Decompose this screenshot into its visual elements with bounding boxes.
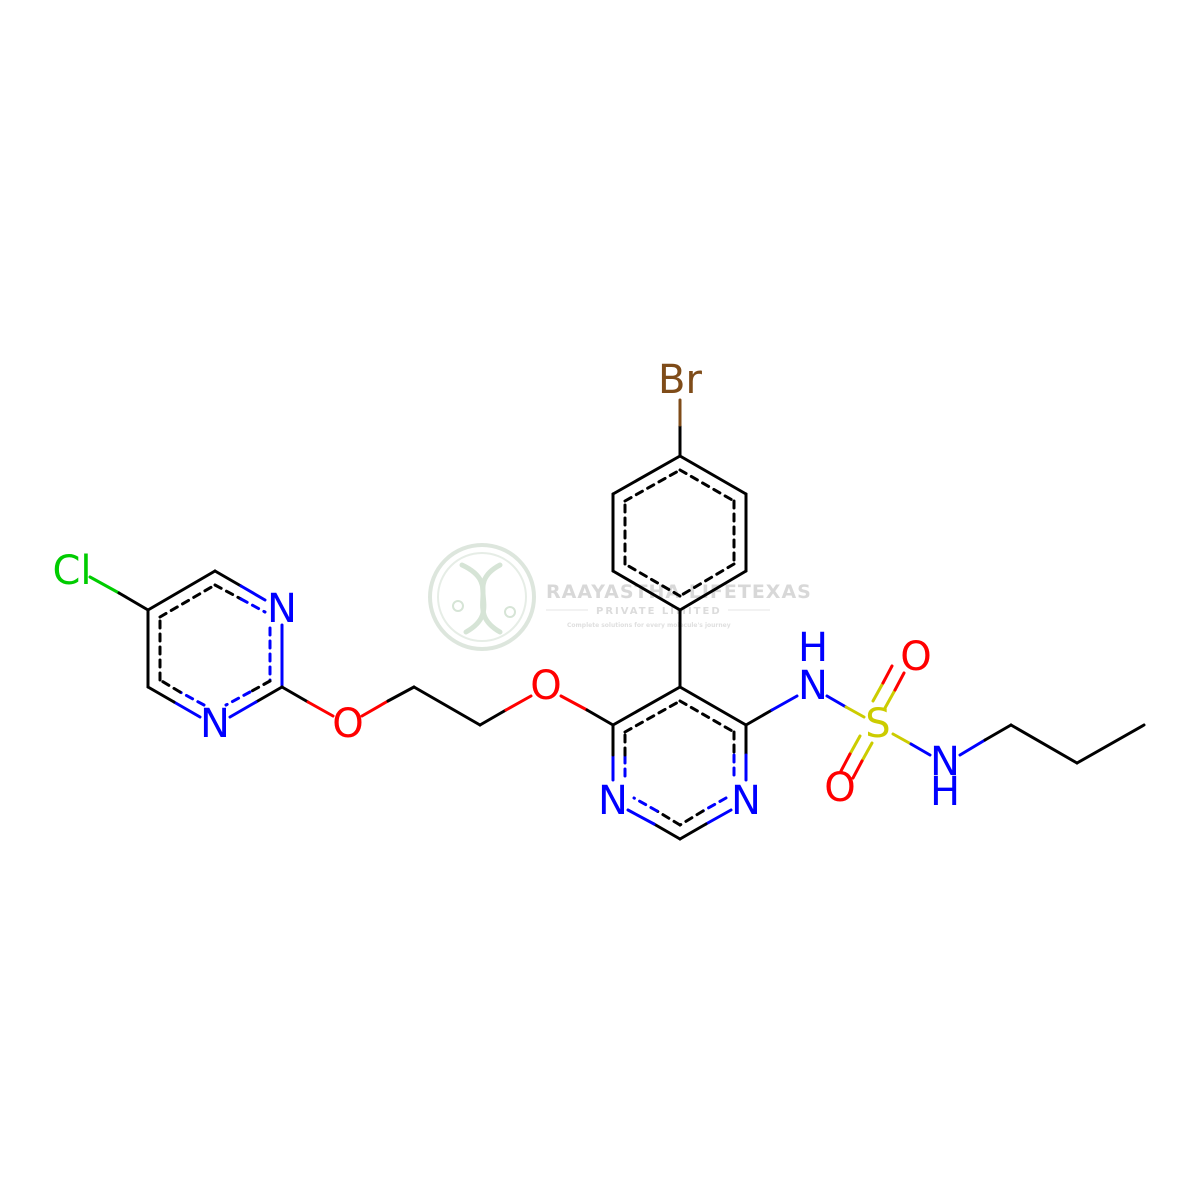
bond-o-c [559,694,589,712]
bonds [88,398,1146,841]
bond-ring2 [704,808,733,826]
atom-oxygen-ether1: O [332,701,363,747]
atom-nitrogen-nh2: N [930,739,960,785]
bond-ring1 [228,700,258,719]
bond-s-o-double [881,664,894,685]
watermark-tagline: Complete solutions for every molecule's … [567,622,731,629]
bond-s-o-double [851,759,864,780]
atom-oxygen-ether2: O [530,663,561,709]
atom-labels: Br Cl N N O O N N N H S O O N H [52,357,960,824]
bond-cl-c [88,575,121,595]
atom-sulfur: S [865,701,890,747]
bond-ring1 [146,569,217,612]
atom-oxygen-sulfonyl-bottom: O [824,765,855,811]
bond-o-c [386,685,416,703]
dna-helix-icon [452,562,516,635]
bond-c-n [744,708,774,727]
bond-c-c [1075,723,1146,765]
atom-oxygen-sulfonyl-top: O [900,634,931,680]
atom-hydrogen-nh2: H [930,769,960,815]
bond-s-n [891,732,913,746]
bond-c-c [1009,723,1079,765]
atom-nitrogen-ring1-bottom: N [200,701,230,747]
bond-c-o [280,685,310,704]
bond-c-n [770,694,799,712]
aromatic-ring3 [623,468,736,598]
bond-ring2 [626,808,656,826]
bond-ring3 [611,454,682,496]
bond-c-o [504,694,533,712]
bond-ring2 [652,822,682,841]
bond-s-o-double [839,752,852,773]
atom-chlorine: Cl [52,548,91,594]
bond-ring2 [611,685,682,727]
bond-ring3 [678,569,748,612]
aromatic-ring1 [158,583,272,707]
bond-ring1 [172,700,202,719]
watermark-company: RAAYASTHA LIFETEXAS [546,581,812,603]
atom-nitrogen-nh1: N [798,663,828,709]
bond-ring1 [239,584,267,602]
bond-ring1 [146,685,176,704]
bond-s-o-double [893,671,906,692]
bond-o-c [585,708,615,727]
bond-s-o-double [883,688,897,710]
atom-nitrogen-ring1-top: N [267,586,297,632]
bond-s-n [909,742,932,757]
bond-c-o [478,708,508,727]
atom-nitrogen-ring2-left: N [598,778,628,824]
aromatic-ring2 [623,699,736,827]
bond-ring1 [213,569,243,588]
bond-n-c [983,723,1013,742]
watermark: RAAYASTHA LIFETEXAS PRIVATE LIMITED Comp… [428,543,812,651]
bond-n-c [958,738,987,757]
bond-o-c [360,699,390,718]
bond-ring2 [678,822,708,841]
bond-s-o-double [871,681,885,703]
bond-ring3 [611,569,682,612]
bond-n-s [825,694,848,709]
bond-ring1 [254,685,284,704]
bond-s-o-double [860,741,874,763]
bond-c-c [412,685,482,727]
bond-ring2 [678,685,748,727]
bond-s-o-double [848,734,862,756]
watermark-subtitle: PRIVATE LIMITED [596,606,722,617]
atom-hydrogen-nh1: H [798,625,828,671]
watermark-inner-ring [437,552,527,642]
atom-nitrogen-ring2-right: N [731,778,761,824]
bond-n-s [844,705,866,719]
bond-cl-c [117,591,150,612]
bond-c-o [306,700,335,718]
atom-bromine: Br [658,357,702,403]
watermark-ring [428,543,536,651]
bond-ring3 [678,454,748,496]
